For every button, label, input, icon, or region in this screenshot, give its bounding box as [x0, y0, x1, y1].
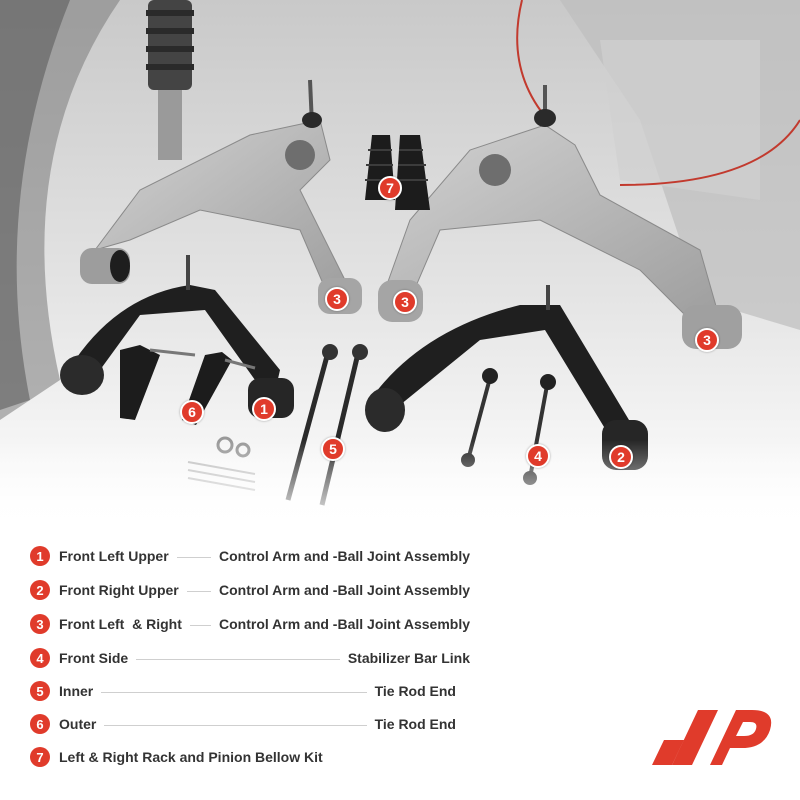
legend-label: Inner — [59, 683, 94, 699]
parts-illustration — [0, 0, 800, 530]
legend-item: 1 Front Left Upper Control Arm and -Ball… — [30, 543, 470, 569]
callout-badge-control-arm-center: 3 — [393, 290, 417, 314]
callout-badge-front-left-upper: 1 — [252, 397, 276, 421]
legend-number: 7 — [30, 747, 50, 767]
callout-badge-stabilizer-link: 4 — [526, 444, 550, 468]
callout-badge-bellow-kit: 7 — [378, 176, 402, 200]
legend-number: 4 — [30, 648, 50, 668]
legend-item: 7 Left & Right Rack and Pinion Bellow Ki… — [30, 744, 470, 770]
legend-item: 6 Outer Tie Rod End — [30, 711, 470, 737]
legend-label: Left & Right Rack and Pinion Bellow Kit — [59, 749, 323, 765]
brand-logo-icon — [650, 710, 775, 765]
legend-item: 5 Inner Tie Rod End — [30, 678, 470, 704]
legend-number: 2 — [30, 580, 50, 600]
leader-line — [136, 658, 340, 660]
legend-number: 3 — [30, 614, 50, 634]
legend-number: 1 — [30, 546, 50, 566]
legend-number: 5 — [30, 681, 50, 701]
legend-description: Stabilizer Bar Link — [347, 650, 470, 666]
legend-item: 4 Front Side Stabilizer Bar Link — [30, 645, 470, 671]
callout-badge-front-right-upper: 2 — [609, 445, 633, 469]
leader-line — [104, 724, 367, 726]
callout-badge-control-arm-right: 3 — [695, 328, 719, 352]
legend-number: 6 — [30, 714, 50, 734]
leader-line — [176, 556, 211, 558]
legend-label: Front Left Upper — [59, 548, 169, 564]
callout-badge-outer-tie-rod: 6 — [180, 400, 204, 424]
leader-line — [189, 624, 211, 626]
legend-description: Control Arm and -Ball Joint Assembly — [219, 548, 470, 564]
legend-label: Front Left & Right — [59, 616, 182, 632]
product-photo: 7 3 3 3 1 6 5 4 2 — [0, 0, 800, 530]
legend-description: Tie Rod End — [374, 683, 456, 699]
legend-description: Control Arm and -Ball Joint Assembly — [219, 582, 470, 598]
legend-description: Control Arm and -Ball Joint Assembly — [219, 616, 470, 632]
callout-badge-control-arm-left: 3 — [325, 287, 349, 311]
callout-badge-inner-tie-rod: 5 — [321, 437, 345, 461]
legend-label: Outer — [59, 716, 97, 732]
legend-description: Tie Rod End — [374, 716, 456, 732]
leader-line — [186, 590, 211, 592]
legend-item: 3 Front Left & Right Control Arm and -Ba… — [30, 611, 470, 637]
leader-line — [101, 691, 367, 693]
legend-item: 2 Front Right Upper Control Arm and -Bal… — [30, 577, 470, 603]
legend-label: Front Side — [59, 650, 129, 666]
legend-label: Front Right Upper — [59, 582, 179, 598]
